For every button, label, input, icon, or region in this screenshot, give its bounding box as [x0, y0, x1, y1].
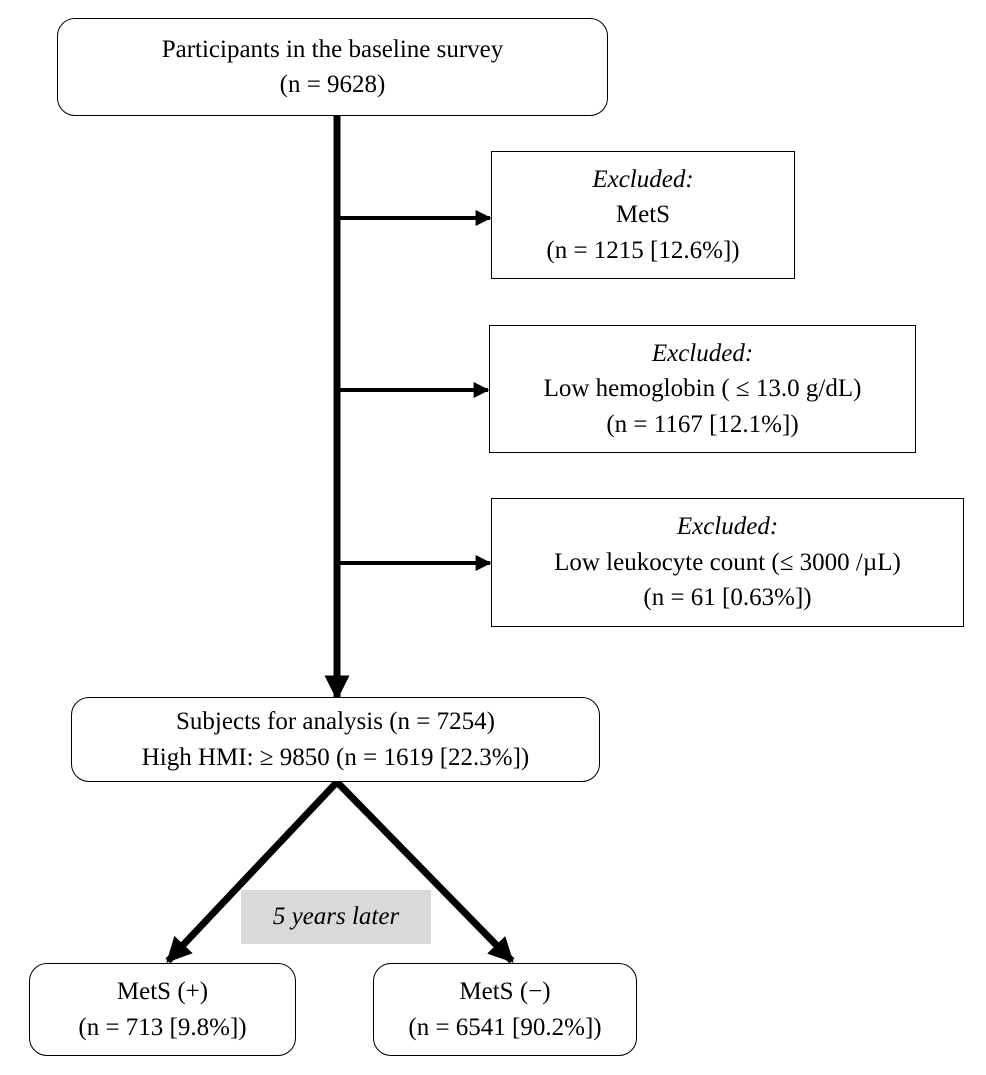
- exclusion-heading: Excluded:: [676, 513, 779, 541]
- analysis-subjects: Subjects for analysis (n = 7254): [176, 708, 495, 735]
- exclusion-count: (n = 1167 [12.1%]): [606, 410, 799, 438]
- exclusion-heading: Excluded:: [651, 339, 754, 367]
- exclusion-heading: Excluded:: [592, 165, 694, 193]
- outcome-label: MetS (+): [116, 978, 209, 1005]
- exclusion-count: (n = 1215 [12.6%]): [546, 236, 740, 264]
- baseline-title: Participants in the baseline survey: [161, 35, 504, 63]
- exclusion-reason: Low hemoglobin ( ≤ 13.0 g/dL): [543, 375, 862, 403]
- analysis-high-hmi: High HMI: ≥ 9850 (n = 1619 [22.3%]): [141, 743, 530, 771]
- exclusion-reason: MetS: [615, 201, 671, 229]
- analysis-box: Subjects for analysis (n = 7254) High HM…: [71, 697, 600, 782]
- followup-label: 5 years later: [241, 890, 431, 944]
- outcome-label: MetS (−): [459, 978, 551, 1005]
- outcome-box-mets-positive: MetS (+) (n = 713 [9.8%]): [29, 963, 296, 1056]
- split-arrow-left: [165, 779, 340, 964]
- exclusion-box-hemoglobin: Excluded: Low hemoglobin ( ≤ 13.0 g/dL) …: [489, 325, 916, 453]
- exclusion-count: (n = 61 [0.63%]): [643, 584, 812, 612]
- split-arrow-right: [334, 779, 515, 964]
- exclusion-box-leukocyte: Excluded: Low leukocyte count (≤ 3000 /µ…: [491, 498, 964, 627]
- outcome-box-mets-negative: MetS (−) (n = 6541 [90.2%]): [373, 963, 637, 1056]
- exclusion-reason: Low leukocyte count (≤ 3000 /µL): [554, 548, 901, 576]
- outcome-count: (n = 6541 [90.2%]): [408, 1013, 602, 1041]
- baseline-box: Participants in the baseline survey (n =…: [57, 18, 608, 116]
- exclusion-box-mets: Excluded: MetS (n = 1215 [12.6%]): [491, 151, 795, 279]
- outcome-count: (n = 713 [9.8%]): [78, 1013, 247, 1041]
- baseline-count: (n = 9628): [279, 71, 386, 98]
